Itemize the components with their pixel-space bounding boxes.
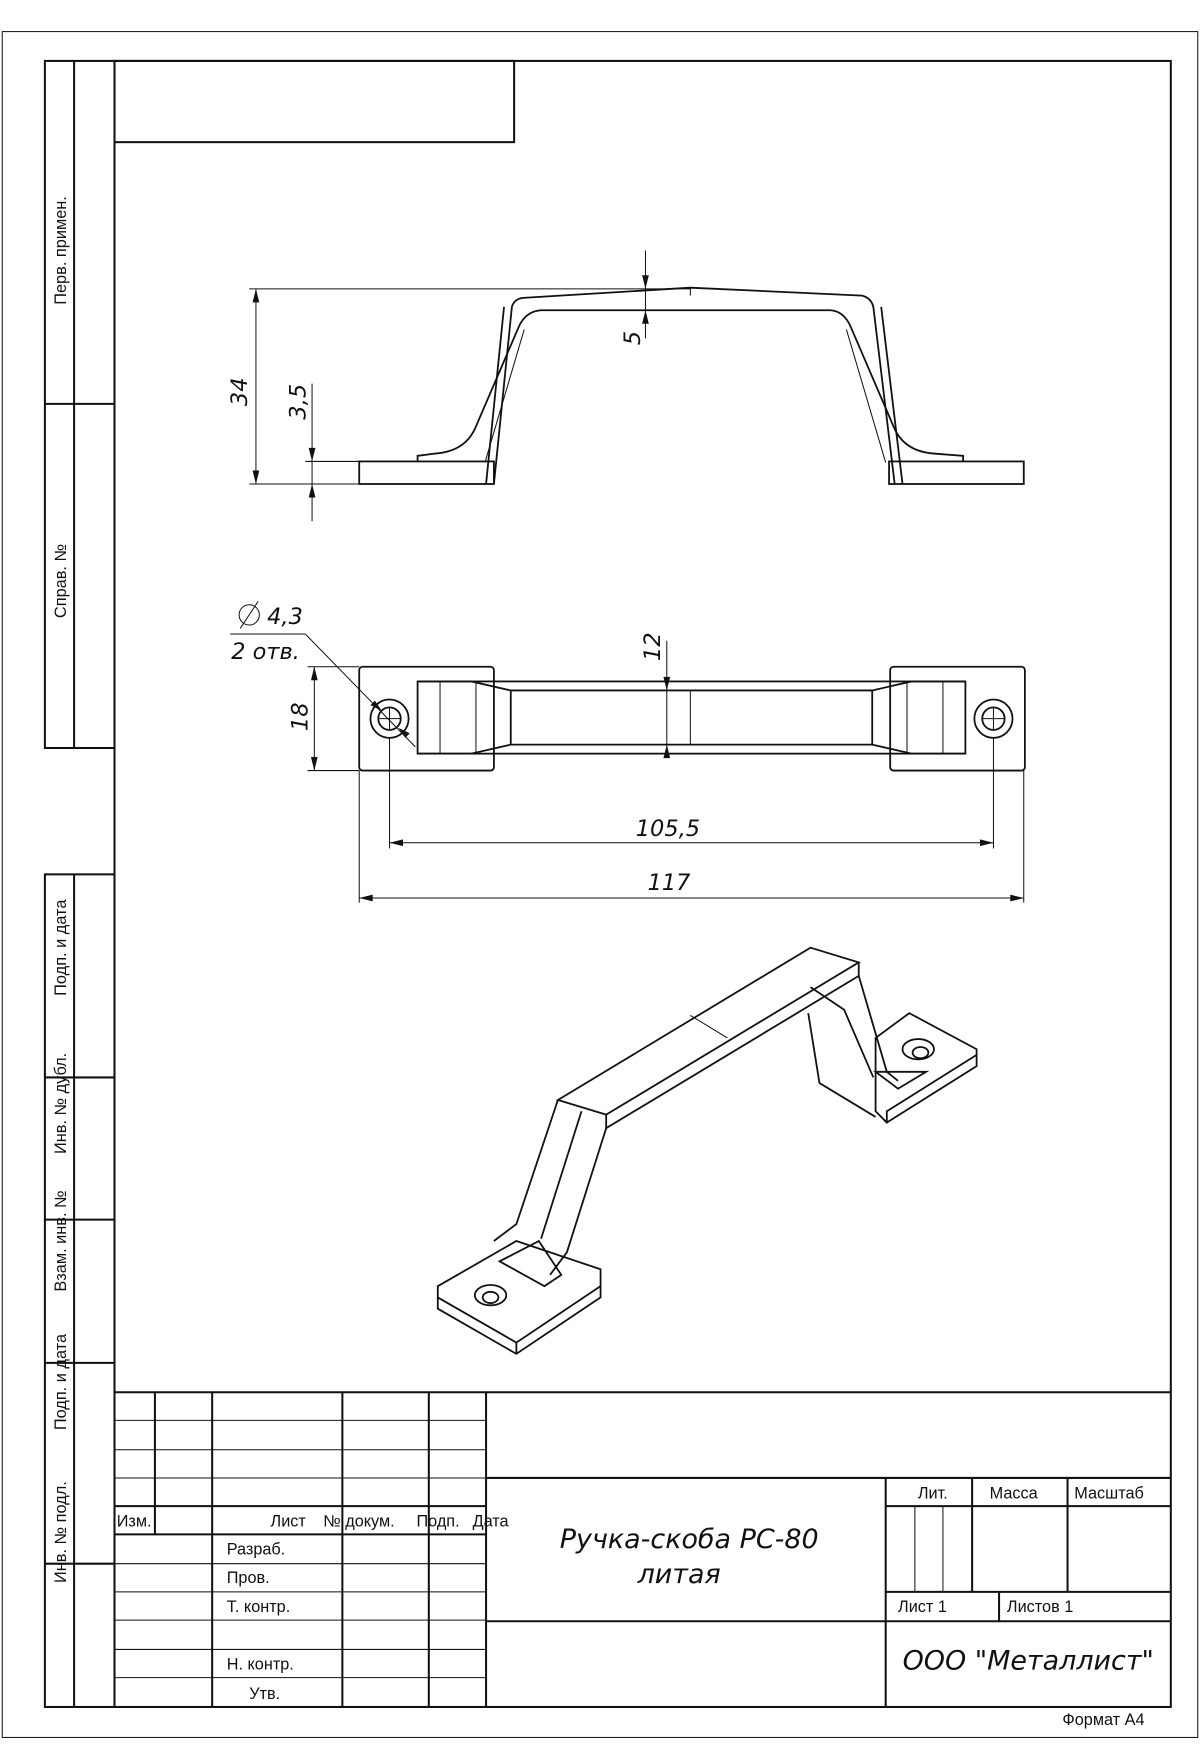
row-utv: Утв. — [249, 1685, 280, 1703]
dim-hole-spacing: 105,5 — [636, 816, 700, 842]
col-podp: Подп. — [416, 1512, 459, 1530]
front-view — [358, 286, 1025, 485]
dim-height: 34 — [227, 377, 253, 406]
company-name: ООО "Металлист" — [903, 1646, 1154, 1677]
label-podp-data-1: Подп. и дата — [52, 899, 70, 996]
paper-format: Формат А4 — [1062, 1711, 1144, 1729]
plan-view — [358, 665, 1026, 772]
dim-grip-thickness: 5 — [620, 331, 646, 345]
label-inv-dubl: Инв. № дубл. — [52, 1053, 70, 1154]
sheet-count: Листов 1 — [1007, 1598, 1073, 1616]
title-block-grid — [114, 1391, 1171, 1707]
page-border — [1, 31, 1199, 1738]
row-t-kontr: Т. контр. — [227, 1598, 290, 1616]
drawing-title: Ручка-скоба РС-80 — [560, 1524, 819, 1555]
header-masshtab: Масштаб — [1074, 1484, 1144, 1502]
col-doc: № докум. — [323, 1512, 394, 1530]
sheet-number: Лист 1 — [898, 1598, 947, 1616]
diameter-symbol-icon — [238, 601, 260, 629]
label-vzam-inv: Взам. инв. № — [52, 1190, 70, 1292]
drawing-subtitle: литая — [637, 1559, 721, 1590]
dim-base-width: 18 — [288, 702, 314, 731]
dim-overall-length: 117 — [648, 870, 692, 896]
top-left-box — [113, 59, 516, 144]
header-massa: Масса — [990, 1484, 1039, 1502]
col-list: Лист — [271, 1512, 307, 1530]
dim-hole-diameter: 4,3 — [267, 604, 303, 630]
col-date: Дата — [473, 1512, 510, 1530]
row-razrab: Разраб. — [227, 1541, 286, 1559]
label-inv-podl: Инв. № подл. — [52, 1481, 70, 1583]
dim-base-thickness: 3,5 — [285, 384, 311, 420]
front-view-dimensions — [249, 250, 691, 522]
drawing-frame — [113, 59, 1172, 1708]
label-sprav-no: Справ. № — [52, 543, 70, 618]
isometric-view — [436, 946, 978, 1355]
dim-hole-count: 2 отв. — [231, 639, 300, 665]
header-lit: Лит. — [918, 1484, 948, 1502]
row-n-kontr: Н. контр. — [227, 1656, 294, 1674]
left-strip-upper — [43, 59, 116, 750]
col-izm: Изм. — [117, 1512, 152, 1530]
left-strip-lower — [43, 873, 116, 1708]
row-prov: Пров. — [227, 1569, 270, 1587]
dim-grip-width: 12 — [640, 632, 666, 661]
plan-view-dimensions — [230, 633, 1025, 903]
label-perv-primen: Перв. примен. — [52, 196, 70, 305]
label-podp-data-2: Подп. и дата — [52, 1333, 70, 1430]
